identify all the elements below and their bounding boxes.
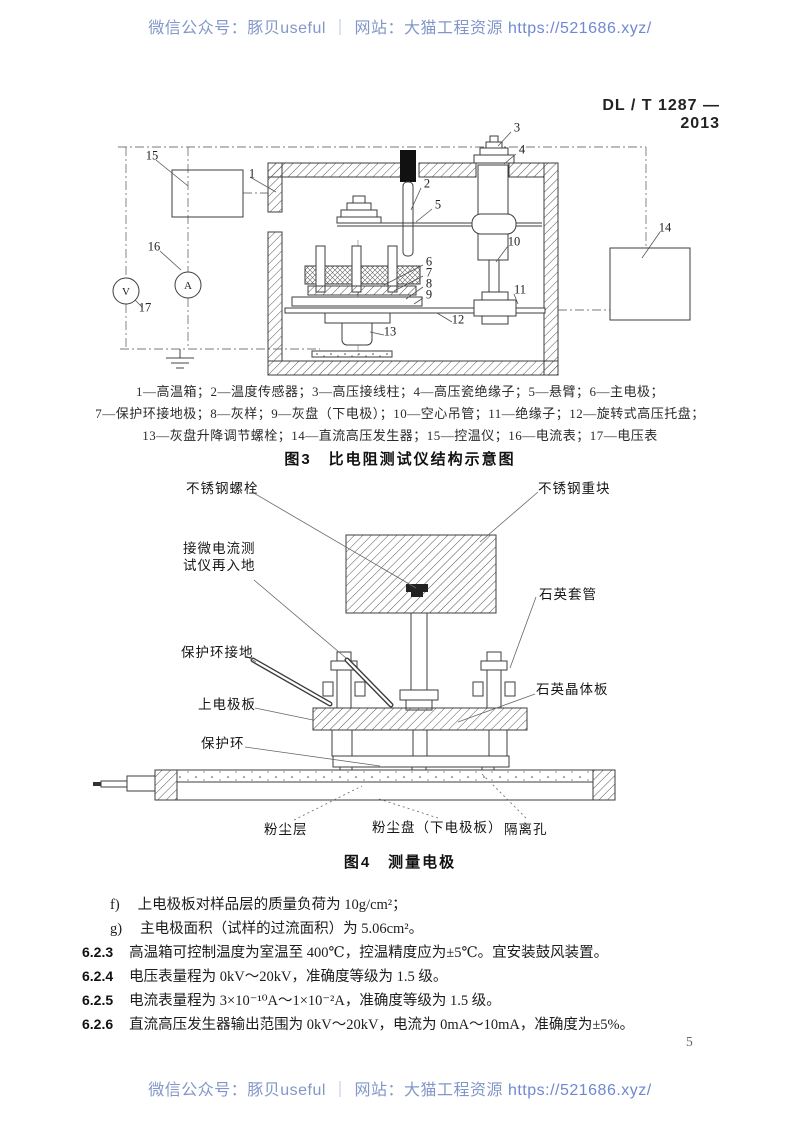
fig3-callout-1: 1 xyxy=(248,166,256,181)
fig3-callout-9: 9 xyxy=(425,287,433,302)
watermark-footer: 微信公众号：豚贝useful ｜ 网站：大猫工程资源 https://521686.… xyxy=(0,1076,800,1100)
fig4-label-quartz-sleeve: 石英套管 xyxy=(539,587,597,602)
watermark-wechat: 微信公众号：豚贝useful xyxy=(148,20,326,37)
label-leader-lines xyxy=(244,491,539,821)
center-nut xyxy=(399,689,439,711)
fig3-callout-7: 7 xyxy=(425,265,433,280)
fig4-label-stainless-weight: 不锈钢重块 xyxy=(538,481,611,496)
fig3-legend-line-3: 13—灰盘升降调节螺栓；14—直流高压发生器；15—控温仪；16—电流表；17—… xyxy=(142,428,658,443)
clause-6-2-4-text: 电压表量程为 0kV～20kV，准确度等级为 1.5 级。 xyxy=(129,969,448,985)
watermark-url-link[interactable]: https://521686.xyz/ xyxy=(507,20,652,37)
list-item-f: f) 上电极板对样品层的质量负荷为 10g/cm²； xyxy=(110,893,407,914)
list-item-g-text: 主电极面积（试样的过流面积）为 5.06cm²。 xyxy=(140,921,424,937)
fig4-label-micro-current-line1: 接微电流测 xyxy=(183,541,256,556)
upper-electrode-plate-shape xyxy=(312,707,528,731)
hv-generator-box xyxy=(609,247,691,321)
fig3-callout-11: 11 xyxy=(513,282,527,297)
figure3-drawing: V A xyxy=(112,131,691,376)
watermark-footer-wechat: 微信公众号：豚贝useful xyxy=(148,1082,326,1099)
center-stem xyxy=(410,612,428,691)
clause-6-2-3: 6.2.3 高温箱可控制温度为室温至 400℃，控温精度应为±5℃。宜安装鼓风装置… xyxy=(82,941,608,962)
standard-number: DL / T 1287 — 2013 xyxy=(602,97,720,132)
guard-ring-plate xyxy=(332,755,510,768)
weight-block xyxy=(345,534,497,614)
fig3-callout-17: 17 xyxy=(138,300,152,315)
clause-6-2-5-number: 6.2.5 xyxy=(82,992,114,1008)
fig3-callout-15: 15 xyxy=(145,148,159,163)
ammeter-symbol: A xyxy=(184,280,192,292)
watermark-footer-site: 网站：大猫工程资源 xyxy=(354,1082,503,1099)
clause-6-2-6-text: 直流高压发生器输出范围为 0kV～20kV，电流为 0mA～10mA，准确度为±… xyxy=(129,1017,635,1033)
furnace-walls xyxy=(267,162,559,376)
fig4-label-quartz-crystal-plate: 石英晶体板 xyxy=(536,682,609,697)
rotating-tray-bar xyxy=(284,307,546,314)
fig3-callout-10: 10 xyxy=(507,234,521,249)
fig4-label-micro-current-line2: 试仪再入地 xyxy=(183,558,256,573)
ammeter-circle xyxy=(174,271,202,299)
cantilever-arm xyxy=(336,195,542,235)
clause-6-2-5-text: 电流表量程为 3×10⁻¹⁰A～1×10⁻²A，准确度等级为 1.5 级。 xyxy=(129,993,501,1009)
clause-6-2-4: 6.2.4 电压表量程为 0kV～20kV，准确度等级为 1.5 级。 xyxy=(82,965,447,986)
voltmeter-symbol: V xyxy=(122,286,130,298)
watermark-site: 网站：大猫工程资源 xyxy=(354,20,503,37)
watermark-footer-separator: ｜ xyxy=(331,1082,349,1099)
voltmeter-circle xyxy=(112,277,140,305)
fig4-label-stainless-bolt: 不锈钢螺栓 xyxy=(186,481,259,496)
clause-6-2-4-number: 6.2.4 xyxy=(82,968,114,984)
electrode-stack xyxy=(291,245,423,358)
callout-leader-lines xyxy=(134,131,661,336)
fig4-label-micro-current: 接微电流测 试仪再入地 xyxy=(183,540,256,574)
list-item-f-tag: f) xyxy=(110,897,120,913)
fig3-legend-line-2: 7—保护环接地极；8—灰样；9—灰盘（下电极）；10—空心吊管；11—绝缘子；1… xyxy=(95,406,705,421)
hv-column-and-insulator xyxy=(473,135,515,297)
watermark-footer-url-link[interactable]: https://521686.xyz/ xyxy=(507,1082,652,1099)
fig4-label-dust-tray: 粉尘盘（下电极板） xyxy=(372,820,503,835)
fig3-callout-14: 14 xyxy=(658,220,672,235)
insulator-bushing xyxy=(473,291,517,325)
fig3-callout-2: 2 xyxy=(423,176,431,191)
dust-tray-shape xyxy=(93,769,616,801)
watermark-separator: ｜ xyxy=(331,20,349,37)
controller-box xyxy=(171,169,244,218)
support-columns xyxy=(331,729,508,757)
fig4-label-isolation-hole: 隔离孔 xyxy=(504,822,548,837)
fig4-label-upper-electrode-plate: 上电极板 xyxy=(198,697,256,712)
fig4-caption: 图4 测量电极 xyxy=(343,854,457,871)
wiring-lines xyxy=(118,146,647,358)
fig3-callout-13: 13 xyxy=(383,324,397,339)
fig3-caption: 图3 比电阻测试仪结构示意图 xyxy=(284,451,516,468)
center-bolt xyxy=(406,584,428,597)
temperature-sensor xyxy=(400,150,416,257)
page-number: 5 xyxy=(686,1034,693,1049)
fig4-label-guard-ring: 保护环 xyxy=(201,736,245,751)
fig3-legend-line-1: 1—高温箱；2—温度传感器；3—高压接线柱；4—高压瓷绝缘子；5—悬臂；6—主电… xyxy=(135,384,664,399)
fig3-callout-6: 6 xyxy=(425,254,433,269)
fig3-callout-5: 5 xyxy=(434,197,442,212)
fig3-callout-4: 4 xyxy=(518,142,526,157)
clause-6-2-6-number: 6.2.6 xyxy=(82,1016,114,1032)
figure4-drawing xyxy=(93,491,616,821)
fig4-label-dust-layer: 粉尘层 xyxy=(264,822,308,837)
list-item-g-tag: g) xyxy=(110,921,123,937)
fig3-callout-12: 12 xyxy=(451,312,465,327)
fig3-callout-3: 3 xyxy=(513,120,521,135)
fig4-label-guard-ring-ground: 保护环接地 xyxy=(181,645,254,660)
clause-6-2-5: 6.2.5 电流表量程为 3×10⁻¹⁰A～1×10⁻²A，准确度等级为 1.5 … xyxy=(82,989,501,1010)
watermark-header: 微信公众号：豚贝useful ｜ 网站：大猫工程资源 https://521686.… xyxy=(0,14,800,38)
fig3-callout-16: 16 xyxy=(147,239,161,254)
list-item-g: g) 主电极面积（试样的过流面积）为 5.06cm²。 xyxy=(110,917,423,938)
fig3-callout-8: 8 xyxy=(425,276,433,291)
side-bolts xyxy=(322,651,516,709)
ground-symbol xyxy=(166,349,194,369)
ground-wires xyxy=(250,657,394,708)
list-item-f-text: 上电极板对样品层的质量负荷为 10g/cm²； xyxy=(137,897,407,913)
clause-6-2-6: 6.2.6 直流高压发生器输出范围为 0kV～20kV，电流为 0mA～10mA，… xyxy=(82,1013,634,1034)
clause-6-2-3-number: 6.2.3 xyxy=(82,944,114,960)
clause-6-2-3-text: 高温箱可控制温度为室温至 400℃，控温精度应为±5℃。宜安装鼓风装置。 xyxy=(129,945,609,961)
